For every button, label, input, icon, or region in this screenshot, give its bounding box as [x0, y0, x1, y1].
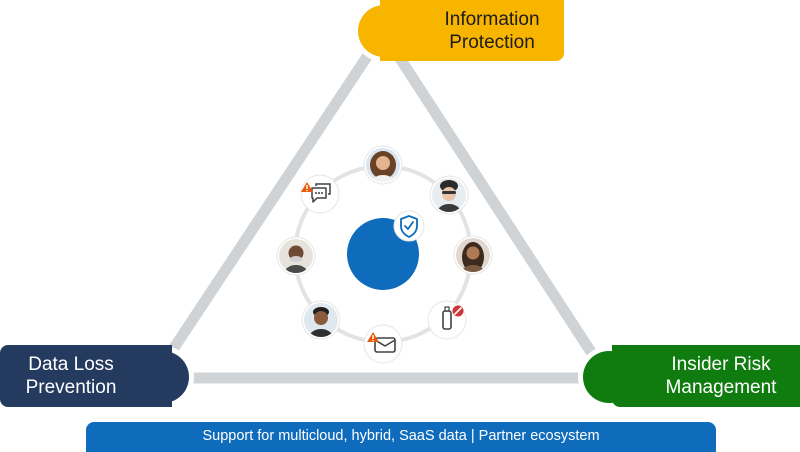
insider-risk-management-line2: Management — [665, 377, 777, 398]
person-avatar-icon — [363, 145, 403, 185]
person-avatar-icon — [276, 236, 316, 276]
triangle-connector — [152, 34, 610, 384]
insider-risk-management-label: Insider Risk Management — [612, 345, 800, 407]
information-protection-line1: Information — [444, 8, 540, 30]
usb-drive-blocked-icon — [427, 300, 467, 340]
center-data-hub — [347, 210, 425, 290]
information-protection-line2: Protection — [449, 31, 535, 53]
chat-warning-icon — [300, 174, 340, 214]
support-banner: Support for multicloud, hybrid, SaaS dat… — [86, 422, 716, 452]
person-avatar-icon — [301, 300, 341, 340]
information-protection-label: Information Protection — [380, 0, 564, 61]
person-avatar-icon — [429, 175, 469, 215]
edge-ip-to-dlp — [152, 34, 384, 378]
insider-risk-management-line1: Insider Risk — [671, 354, 771, 375]
email-warning-icon — [363, 324, 403, 364]
data-loss-prevention-line2: Prevention — [25, 377, 117, 398]
edge-ip-to-irm — [382, 34, 610, 378]
person-avatar-icon — [453, 235, 493, 275]
data-loss-prevention-line1: Data Loss — [28, 354, 114, 375]
shield-check-icon — [393, 210, 425, 242]
data-loss-prevention-label: Data Loss Prevention — [0, 345, 172, 407]
